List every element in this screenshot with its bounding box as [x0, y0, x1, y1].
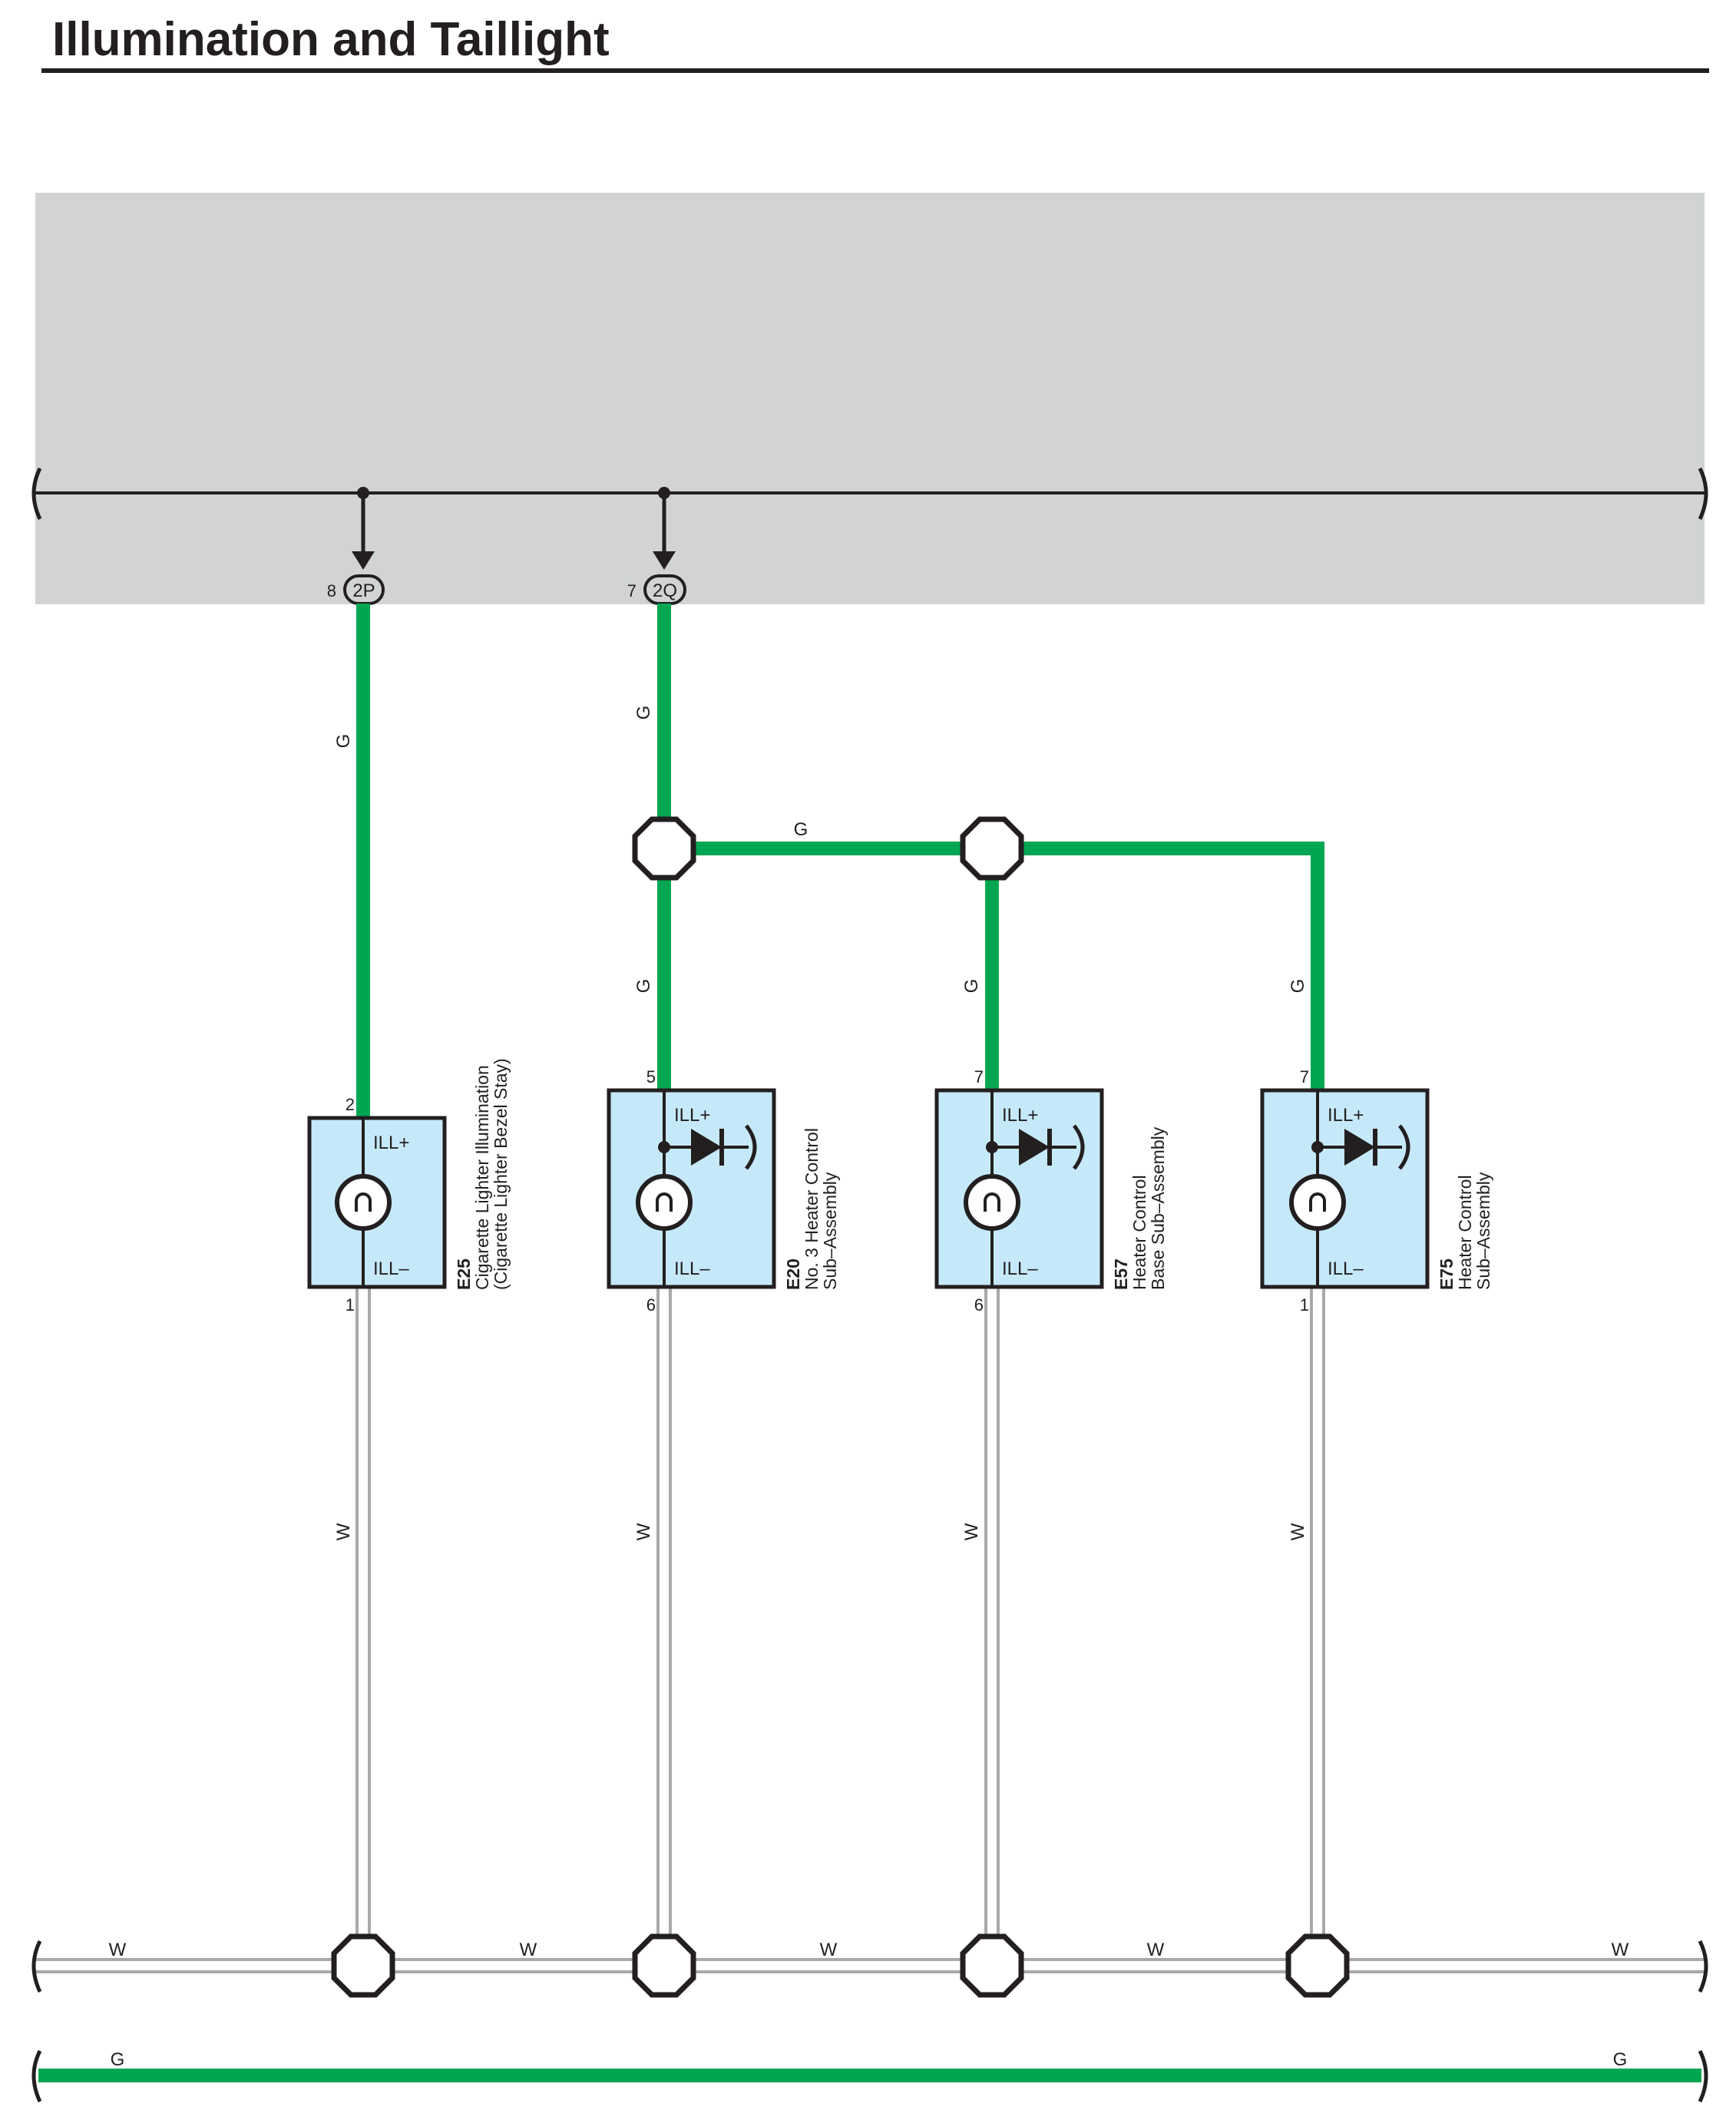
pin-number: 1	[346, 1295, 355, 1315]
green-bus-break-left	[31, 2049, 42, 2103]
component-name: No. 3 Heater Control	[802, 1128, 822, 1290]
break-icon	[1072, 1124, 1085, 1170]
connector-pin: 8	[327, 581, 336, 600]
wire-label-w: W	[333, 1523, 354, 1540]
pin-number: 6	[646, 1295, 656, 1315]
break-icon	[1397, 1124, 1410, 1170]
white-bus-break-right	[1698, 1940, 1708, 1993]
wire-label-g: G	[633, 979, 654, 994]
terminal-ill-plus: ILL+	[373, 1133, 409, 1153]
wire-label-w: W	[520, 1940, 537, 1960]
terminal-ill-plus: ILL+	[1328, 1105, 1364, 1126]
lamp-icon	[638, 1176, 690, 1229]
connector-code: 2Q	[653, 580, 677, 601]
component-name: Heater Control	[1455, 1175, 1475, 1290]
lamp-icon	[337, 1176, 389, 1229]
wire-label-g: G	[1613, 2049, 1628, 2070]
wire-label-w: W	[961, 1523, 982, 1540]
break-icon	[744, 1124, 757, 1170]
component-name: (Cigarette Lighter Bezel Stay)	[491, 1058, 511, 1290]
green-wires	[356, 604, 1324, 1118]
connector-pin: 7	[627, 581, 637, 600]
component-id: E75	[1437, 1258, 1457, 1290]
component-name: Sub–Assembly	[820, 1172, 840, 1290]
pin-number: 7	[1300, 1067, 1309, 1086]
component-e25: ILL+ ILL– 2 1 E25 Cigarette Lighter Illu…	[307, 1058, 511, 1315]
terminal-ill-minus: ILL–	[1328, 1258, 1364, 1279]
component-e75: ILL+ ILL– 7 1 E75 Heater Control Sub–Ass…	[1260, 1067, 1493, 1315]
wire-label-g: G	[111, 2049, 125, 2070]
wire-label-w: W	[1288, 1523, 1308, 1540]
splice-point	[963, 819, 1021, 878]
component-name: Base Sub–Assembly	[1148, 1126, 1168, 1290]
component-name: Cigarette Lighter Illumination	[472, 1065, 492, 1290]
component-id: E57	[1111, 1258, 1131, 1290]
bus-break-left	[31, 467, 42, 521]
upstream-panel	[35, 193, 1705, 604]
component-name: Heater Control	[1129, 1175, 1149, 1290]
pin-number: 2	[346, 1095, 355, 1114]
wire-label-w: W	[633, 1523, 654, 1540]
lamp-icon	[1291, 1176, 1344, 1229]
connector-2p: 2P 8	[327, 487, 385, 605]
pin-number: 6	[974, 1295, 984, 1315]
wire-label-g: G	[333, 734, 354, 749]
bus-break-right	[1698, 467, 1708, 521]
pin-number: 7	[974, 1067, 984, 1086]
white-bus-break-left	[31, 1940, 42, 1993]
splice-point	[635, 1936, 693, 1995]
green-bus-break-right	[1698, 2049, 1708, 2103]
component-name: Sub–Assembly	[1473, 1172, 1493, 1290]
component-e20: ILL+ ILL– 5 6 E20 No. 3 Heater Control S…	[607, 1067, 840, 1315]
wire-label-g: G	[633, 706, 654, 720]
terminal-ill-plus: ILL+	[674, 1105, 710, 1126]
wire-label-w: W	[1612, 1940, 1629, 1960]
wire-label-g: G	[794, 819, 808, 840]
lamp-icon	[966, 1176, 1018, 1229]
splice-point	[963, 1936, 1021, 1995]
splice-point	[635, 819, 693, 878]
component-e57: ILL+ ILL– 7 6 E57 Heater Control Base Su…	[934, 1067, 1168, 1315]
component-id: E25	[454, 1258, 474, 1290]
wire-label-g: G	[961, 979, 982, 994]
component-id: E20	[783, 1258, 803, 1290]
wire-label-w: W	[109, 1940, 127, 1960]
terminal-ill-minus: ILL–	[674, 1258, 710, 1279]
pin-number: 1	[1300, 1295, 1309, 1315]
terminal-ill-minus: ILL–	[373, 1258, 409, 1279]
terminal-ill-minus: ILL–	[1002, 1258, 1038, 1279]
terminal-ill-plus: ILL+	[1002, 1105, 1038, 1126]
page-title: Illumination and Taillight	[52, 13, 610, 66]
wire-label-w: W	[820, 1940, 838, 1960]
splice-point	[334, 1936, 392, 1995]
splice-point	[1288, 1936, 1347, 1995]
pin-number: 5	[646, 1067, 656, 1086]
wire-label-g: G	[1288, 979, 1308, 994]
white-wires	[35, 1287, 1705, 1973]
connector-code: 2P	[352, 580, 375, 601]
wire-label-w: W	[1147, 1940, 1165, 1960]
